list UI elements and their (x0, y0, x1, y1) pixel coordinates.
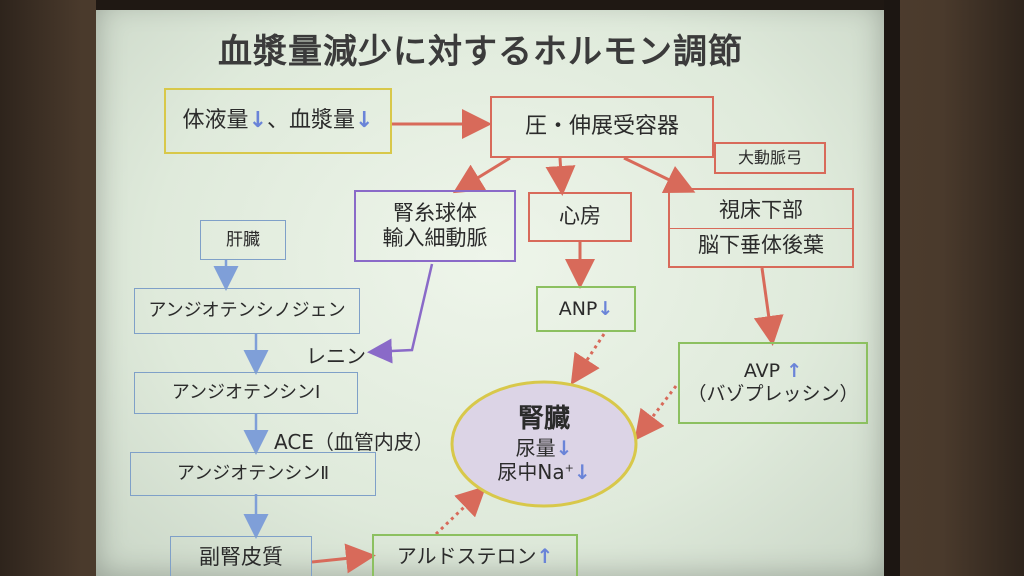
node-atrium: 心房 (528, 192, 632, 242)
avp-line1: AVP ↑ (744, 360, 802, 383)
node-kidney: 腎臓 尿量↓ 尿中Na+↓ (470, 386, 618, 502)
label-ace: ACE（血管内皮） (274, 430, 434, 454)
kidney-na: 尿中Na+↓ (497, 460, 590, 484)
up-arrow-icon: ↑ (786, 360, 803, 383)
node-body-fluid: 体液量 ↓ 、血漿量 ↓ (164, 88, 392, 154)
arrow-hypothalamus-avp (753, 267, 784, 346)
down-arrow-icon: ↓ (555, 435, 573, 460)
kidney-ellipse (450, 380, 638, 508)
node-hypothalamus: 視床下部 脳下垂体後葉 (668, 188, 854, 268)
node-liver: 肝臓 (200, 220, 286, 260)
avp-label: AVP (743, 360, 781, 383)
node-aortic-arch: 大動脈弓 (714, 142, 826, 174)
anp-label: ANP (558, 297, 598, 320)
down-arrow-icon: ↓ (248, 107, 267, 133)
na-plus: + (564, 460, 574, 474)
aldosterone-label: アルドステロン (396, 544, 537, 568)
node-avp: AVP ↑ （バゾプレッシン） (678, 342, 868, 424)
kidney-title: 腎臓 (517, 404, 570, 435)
node-angiotensin2: アンジオテンシンⅡ (130, 452, 376, 496)
hypothalamus-line2: 脳下垂体後葉 (670, 227, 852, 258)
node-receptor: 圧・伸展受容器 (490, 96, 714, 158)
down-arrow-icon: ↓ (355, 107, 374, 133)
arrow-receptor-glomerulus (452, 156, 511, 194)
node-angiotensinogen: アンジオテンシノジェン (134, 288, 360, 334)
urine-label: 尿量 (515, 435, 556, 460)
arrow-receptor-atrium (545, 157, 576, 196)
node-angiotensin1: アンジオテンシンⅠ (134, 372, 358, 414)
arrow-glomerulus-renin (367, 263, 434, 364)
glomerulus-line1: 腎糸球体 (393, 200, 477, 225)
avp-line2: （バゾプレッシン） (687, 383, 859, 405)
arrow-avp-kidney (634, 385, 678, 441)
plasma-label: 、血漿量 (267, 107, 356, 133)
na-label: 尿中Na (497, 459, 565, 484)
node-aldosterone: アルドステロン ↑ (372, 534, 578, 576)
screen-frame-right (884, 0, 900, 576)
up-arrow-icon: ↑ (536, 544, 554, 568)
screen-frame-top (96, 0, 884, 10)
node-anp: ANP ↓ (536, 286, 636, 332)
diagram-title: 血漿量減少に対するホルモン調節 (218, 32, 743, 72)
hypothalamus-line1: 視床下部 (719, 198, 803, 223)
arrow-adrenal-aldosterone (311, 543, 376, 574)
arrow-receptor-hypothalamus (623, 156, 696, 194)
glomerulus-line2: 輸入細動脈 (382, 226, 488, 250)
arrow-anp-kidney (570, 333, 606, 386)
kidney-urine: 尿量↓ (516, 436, 573, 460)
node-adrenal-cortex: 副腎皮質 (170, 536, 312, 576)
down-arrow-icon: ↓ (573, 459, 591, 484)
node-glomerulus: 腎糸球体 輸入細動脈 (354, 190, 516, 262)
body-fluid-label: 体液量 (182, 107, 249, 133)
node-renin: レニン (306, 344, 366, 368)
down-arrow-icon: ↓ (597, 297, 614, 320)
